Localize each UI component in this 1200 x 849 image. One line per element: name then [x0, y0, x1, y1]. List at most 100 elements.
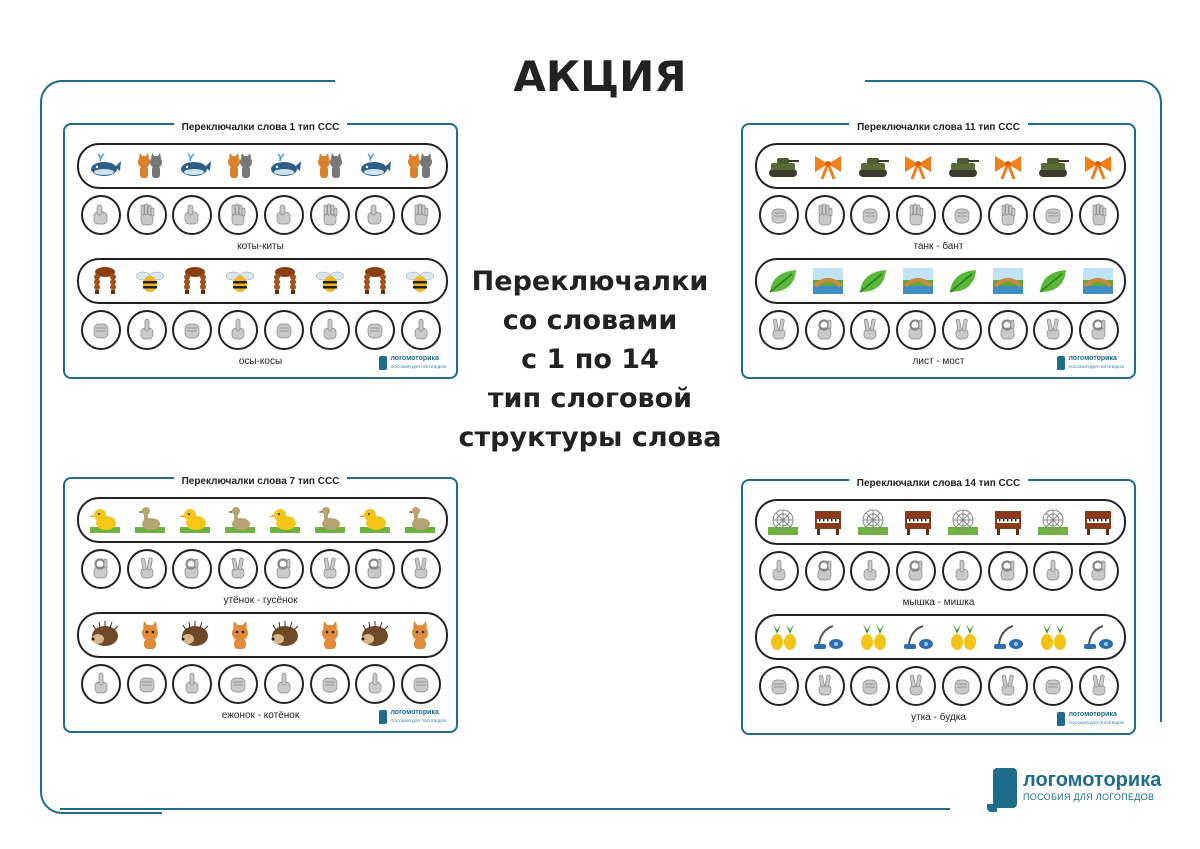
hand-palm-icon	[1078, 195, 1119, 235]
picture-strip	[755, 614, 1126, 660]
brand-logo-icon	[987, 768, 1017, 812]
kitten-icon	[402, 619, 438, 651]
braid-icon	[357, 265, 393, 297]
card-logo-icon	[379, 710, 388, 724]
word-pair-caption: коты-киты	[237, 241, 284, 252]
hand-finger-icon	[400, 310, 441, 350]
hand-vsign-icon	[126, 549, 167, 589]
bee-icon	[132, 265, 168, 297]
hand-fist-icon	[126, 664, 167, 704]
card-logo-icon	[379, 356, 388, 370]
card-title-wrap: Переключалки слова 11 тип ССС	[741, 115, 1136, 134]
hand-vsign-icon	[309, 549, 350, 589]
tank-icon	[855, 150, 891, 182]
gosling-icon	[222, 504, 258, 536]
kitten-icon	[132, 619, 168, 651]
hand-vsign-icon	[1033, 310, 1074, 350]
picture-strip	[755, 143, 1126, 189]
hand-palm-icon	[804, 195, 845, 235]
hand-palm-icon	[400, 195, 441, 235]
bee-icon	[312, 265, 348, 297]
piano-icon	[810, 506, 846, 538]
hand-palm-icon	[987, 195, 1028, 235]
hand-ring-icon	[987, 551, 1028, 591]
card-title-wrap: Переключалки слова 1 тип ССС	[63, 115, 458, 134]
hand-finger-icon	[309, 310, 350, 350]
hand-fist-icon	[355, 310, 396, 350]
word-pair-caption: утёнок - гусёнок	[223, 595, 298, 606]
card-title: Переключалки слова 1 тип ССС	[173, 122, 348, 133]
hand-ring-icon	[172, 549, 213, 589]
card-title: Переключалки слова 7 тип ССС	[173, 476, 348, 487]
card-logo-icon	[1057, 356, 1066, 370]
piano-icon	[1080, 506, 1116, 538]
bridge-icon	[900, 265, 936, 297]
bridge-icon	[1080, 265, 1116, 297]
word-pair-caption: мышка - мишка	[902, 597, 975, 608]
cats-icon	[132, 150, 168, 182]
hand-palm-icon	[126, 195, 167, 235]
hand-finger-icon	[1033, 551, 1074, 591]
bow-icon	[990, 150, 1026, 182]
bee-icon	[402, 265, 438, 297]
hand-finger-icon	[218, 310, 259, 350]
bow-icon	[810, 150, 846, 182]
card-logo-name: логомоторика	[390, 709, 439, 716]
whale-icon	[87, 150, 123, 182]
hand-finger-icon	[172, 664, 213, 704]
whale-icon	[177, 150, 213, 182]
hand-finger-icon	[759, 551, 799, 591]
vacuum-icon	[810, 621, 846, 653]
kitten-icon	[312, 619, 348, 651]
card-logo-tagline: ПОСОБИЯ ДЛЯ ЛОГОПЕДОВ	[1068, 720, 1124, 725]
pineapple-icon	[765, 621, 801, 653]
bridge-icon	[990, 265, 1026, 297]
picture-strip	[77, 612, 448, 658]
hand-fist-icon	[759, 195, 799, 235]
hand-ring-icon	[804, 551, 845, 591]
hedgehog-icon	[87, 619, 123, 651]
pineapple-icon	[855, 621, 891, 653]
duckling-icon	[177, 504, 213, 536]
cats-icon	[402, 150, 438, 182]
duckling-icon	[87, 504, 123, 536]
hand-ring-icon	[804, 310, 845, 350]
hedgehog-icon	[267, 619, 303, 651]
hand-vsign-icon	[400, 549, 441, 589]
hand-thumb-icon	[172, 195, 213, 235]
whale-icon	[357, 150, 393, 182]
vacuum-icon	[900, 621, 936, 653]
hand-vsign-icon	[896, 666, 937, 706]
hand-fist-icon	[81, 310, 121, 350]
bow-icon	[900, 150, 936, 182]
gesture-row	[81, 195, 441, 237]
hand-vsign-icon	[1078, 666, 1119, 706]
hand-fist-icon	[400, 664, 441, 704]
word-pair-caption: лист - мост	[912, 356, 965, 367]
bee-icon	[222, 265, 258, 297]
brand-logo-name: логомоторика	[1023, 769, 1162, 791]
gesture-row	[759, 195, 1119, 237]
hand-palm-icon	[218, 195, 259, 235]
hedgehog-icon	[357, 619, 393, 651]
whale-icon	[267, 150, 303, 182]
hand-thumb-icon	[81, 195, 121, 235]
gesture-row	[81, 549, 441, 591]
pineapple-icon	[945, 621, 981, 653]
cobweb-icon	[855, 506, 891, 538]
card-logo-tagline: ПОСОБИЯ ДЛЯ ЛОГОПЕДОВ	[390, 364, 446, 369]
center-description: Переключалки со словами с 1 по 14 тип сл…	[440, 262, 740, 457]
leaf-icon	[945, 265, 981, 297]
duckling-icon	[267, 504, 303, 536]
cats-icon	[312, 150, 348, 182]
frame-bottom	[60, 808, 950, 810]
center-line-3: с 1 по 14	[521, 344, 659, 375]
hand-ring-icon	[987, 310, 1028, 350]
card-logo-icon	[1057, 712, 1066, 726]
frame-top-left	[60, 80, 335, 82]
